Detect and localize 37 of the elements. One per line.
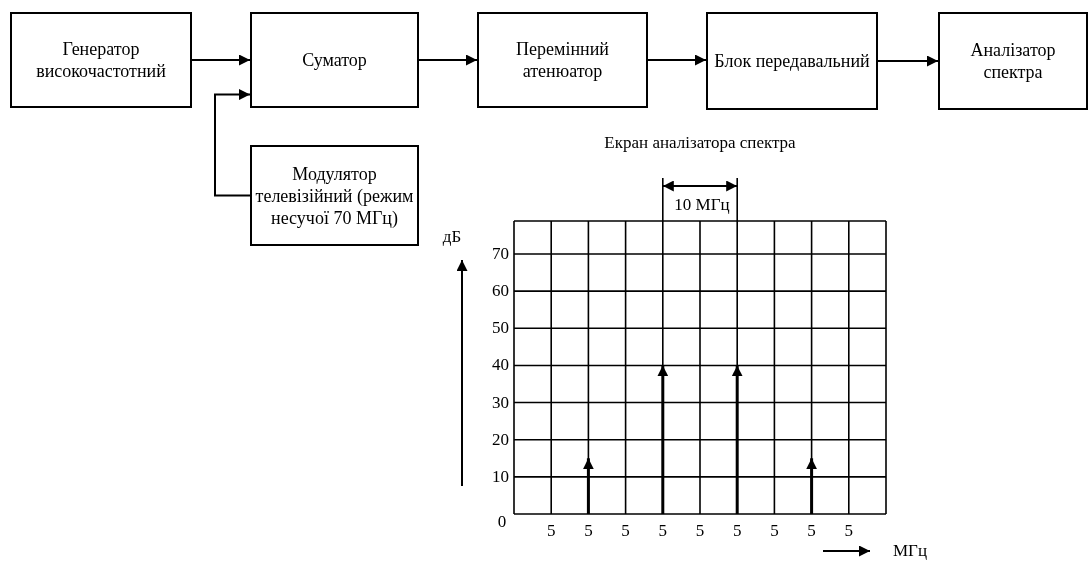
block-box — [706, 12, 878, 110]
axis-tick-label: 10 — [492, 466, 509, 487]
block-box — [938, 12, 1088, 110]
axis-tick-label: 5 — [770, 521, 779, 541]
chart-title: Екран аналізатора спектра — [604, 133, 796, 153]
axis-tick-label: 5 — [732, 521, 742, 541]
axis-tick-label: 5 — [658, 521, 668, 541]
axis-tick-label: 5 — [546, 521, 556, 541]
arrow — [877, 55, 939, 67]
axis-tick-label: 5 — [584, 521, 593, 541]
arrow — [418, 54, 478, 66]
arrow — [214, 89, 251, 197]
arrow — [647, 54, 707, 66]
arrow — [191, 54, 251, 66]
block-box — [10, 12, 192, 108]
block-label: Блок передавальний — [713, 50, 871, 72]
block-box — [477, 12, 648, 108]
axis-tick-label: 60 — [492, 281, 509, 302]
block-box — [250, 12, 419, 108]
axis-tick-label: 50 — [492, 318, 509, 339]
block-label: Генератор високочастотний — [35, 38, 167, 82]
axis-tick-label: 70 — [492, 244, 509, 264]
axis-label: МГц — [893, 541, 928, 561]
axis-tick-label: 5 — [695, 521, 705, 541]
axis-tick-label: 20 — [492, 429, 509, 450]
axis-tick-label: 5 — [844, 521, 854, 541]
block-box — [250, 145, 419, 246]
axis-tick-label: 5 — [807, 521, 816, 541]
block-label: Аналізатор спектра — [969, 39, 1057, 83]
block-label: Суматор — [301, 49, 368, 71]
axis-tick-label: 0 — [497, 512, 507, 532]
block-label: Перемінний атенюатор — [515, 38, 610, 82]
axis-tick-label: 40 — [492, 355, 509, 376]
block-label: Модулятор телевізійний (режим несучої 70 МГц) — [254, 162, 415, 229]
axis-label: дБ — [442, 227, 462, 247]
axis-tick-label: 5 — [621, 521, 630, 541]
axis-tick-label: 30 — [492, 392, 509, 413]
